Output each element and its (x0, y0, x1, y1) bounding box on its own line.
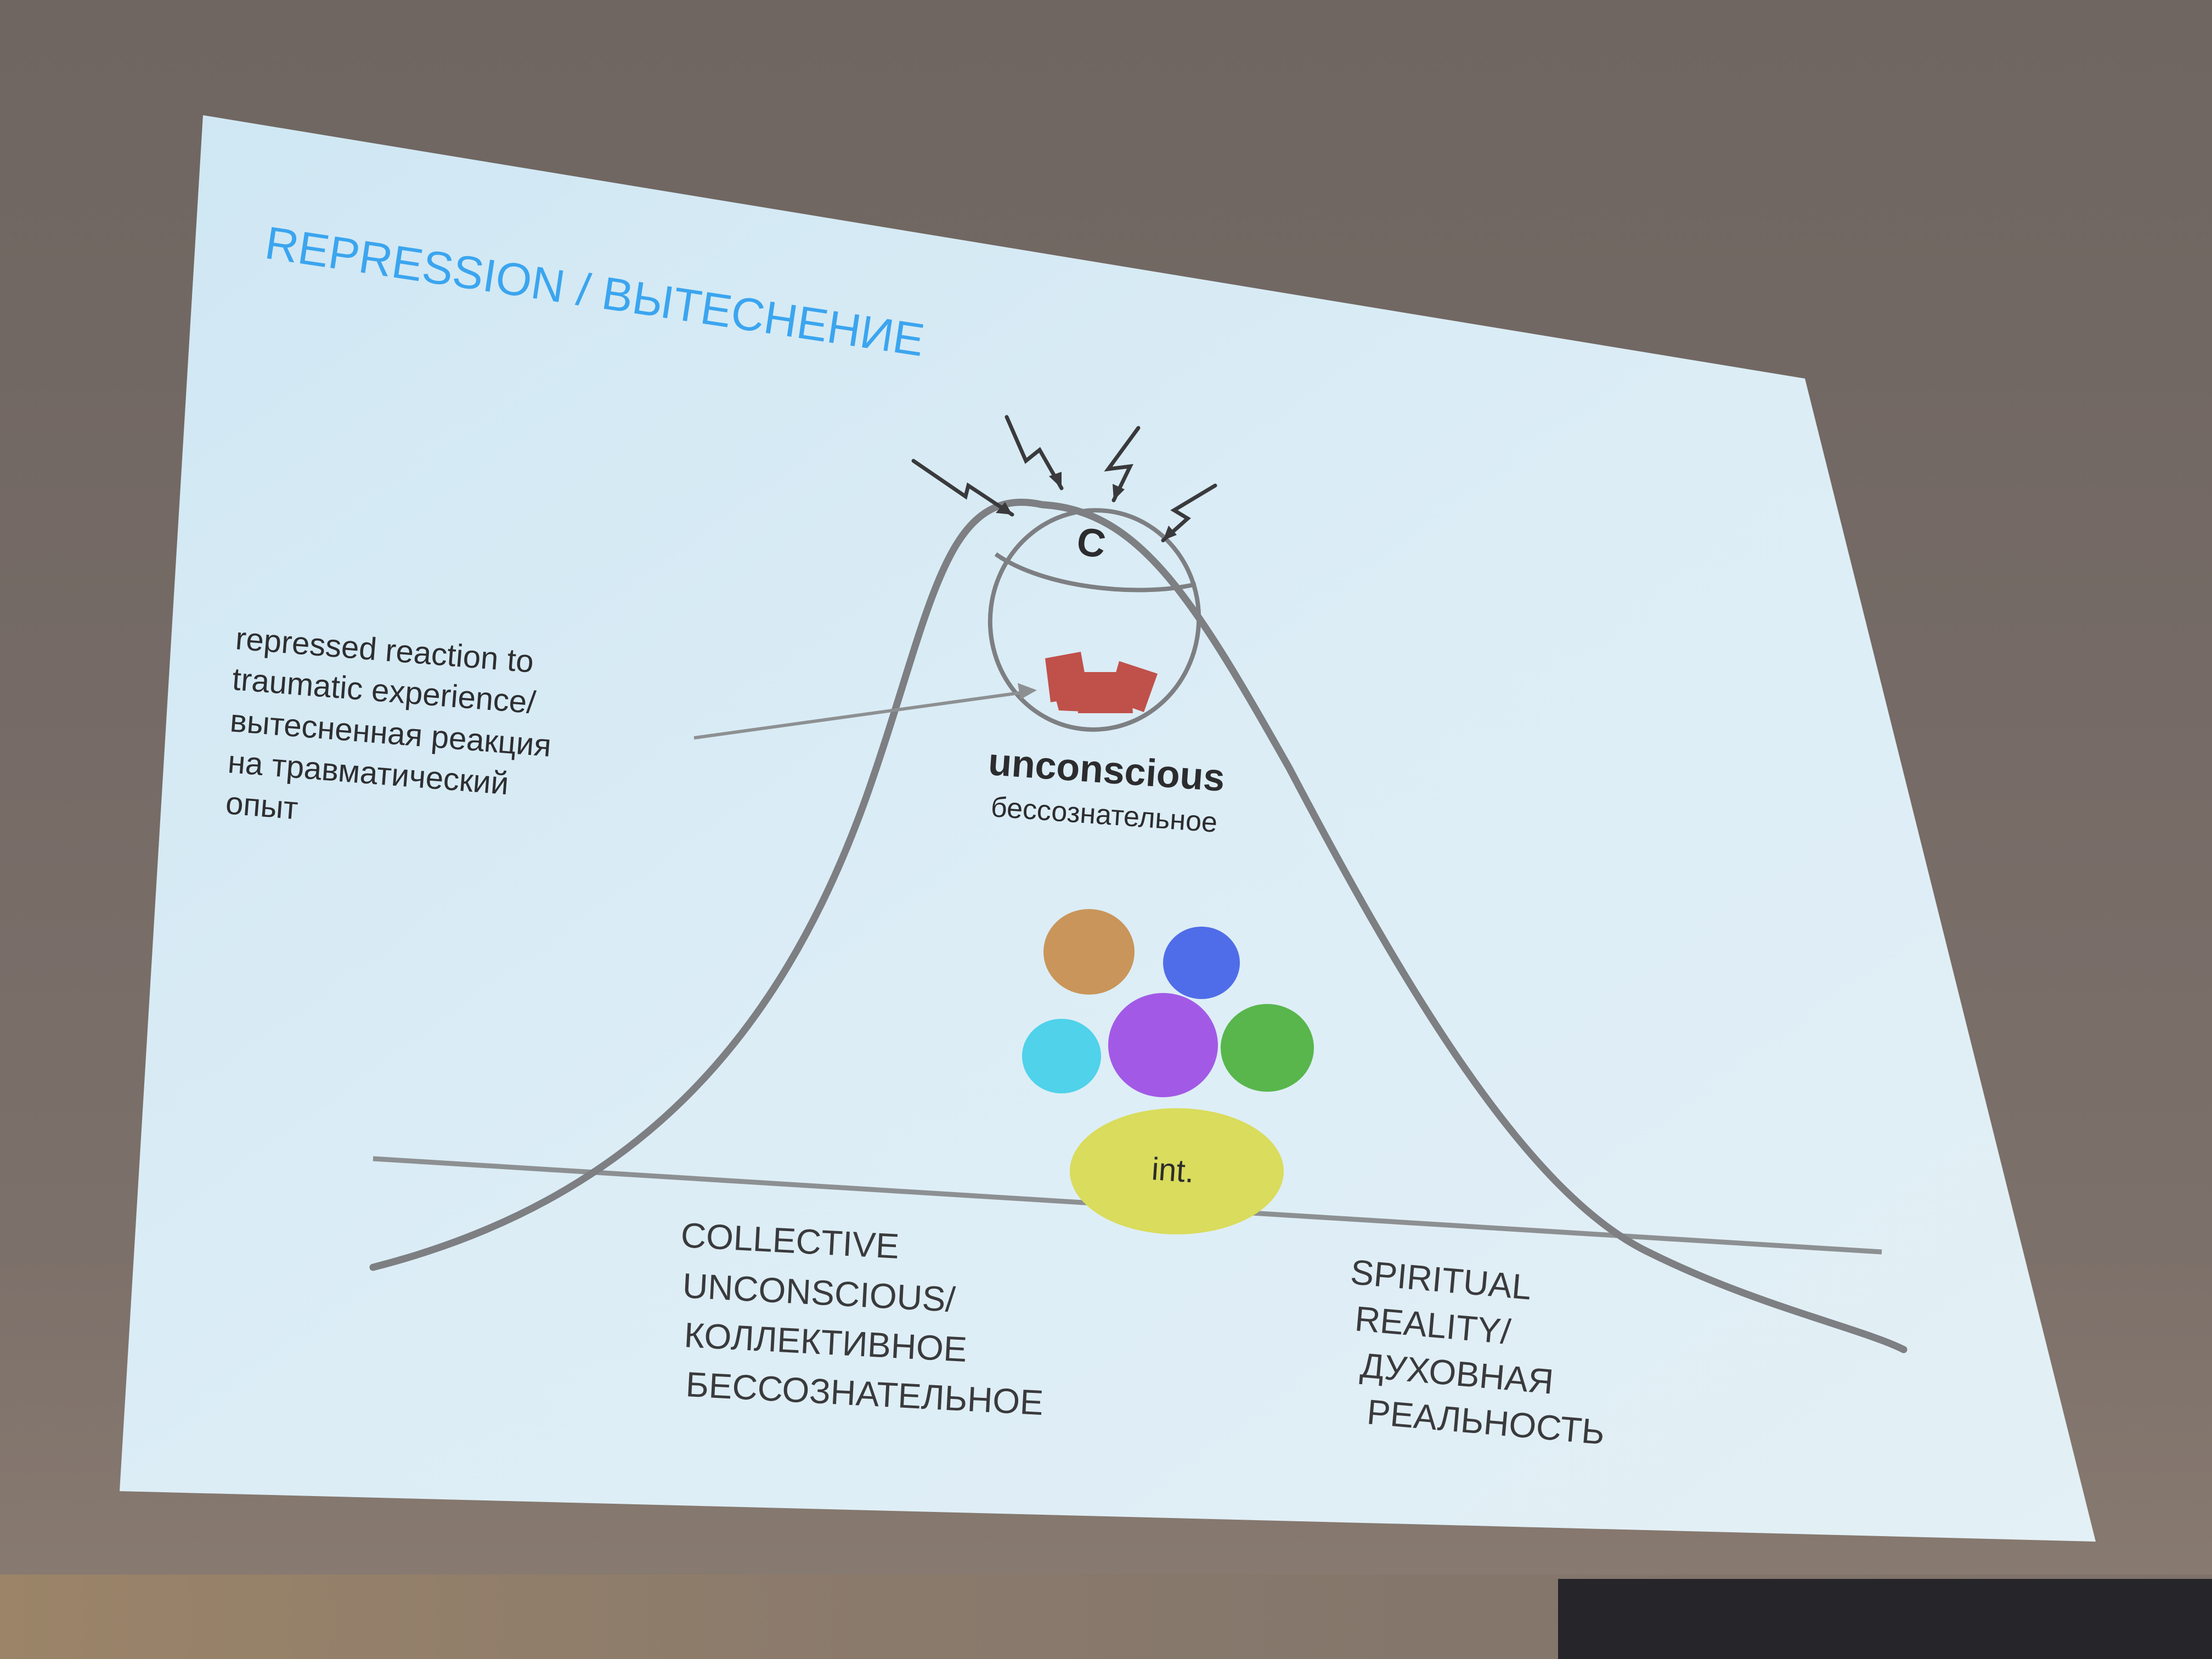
lightning-arrow-4 (1161, 483, 1217, 543)
bell-curve (369, 499, 1908, 1353)
conscious-divider (994, 552, 1197, 592)
conscious-label: C (1074, 520, 1109, 567)
lightning-arrowhead-2 (1049, 472, 1062, 488)
bubble-orange (1043, 909, 1135, 995)
lightning-arrowhead-3 (1113, 484, 1125, 500)
lightning-arrow-1 (911, 459, 1014, 517)
repressed-note: repressed reaction to traumatic experien… (224, 620, 552, 826)
bubble-blue (1163, 927, 1240, 999)
bubble-green (1221, 1004, 1314, 1092)
bubble-yellow-integration (1070, 1108, 1284, 1234)
lightning-arrowhead-4 (1163, 526, 1177, 540)
conscious-oval (988, 508, 1201, 732)
projected-slide (120, 115, 2096, 1542)
pressure-arrows (911, 415, 1217, 543)
dark-corner-object (1558, 1579, 2212, 1659)
repressed-note-line-5: опыт (224, 785, 300, 826)
lightning-arrow-3 (1104, 426, 1141, 503)
integration-label: int. (1150, 1151, 1195, 1189)
bubble-purple (1108, 993, 1218, 1097)
repressed-reaction-shape (1045, 652, 1158, 713)
complex-bubbles (1022, 909, 1314, 1234)
lightning-arrow-2 (1005, 415, 1064, 490)
bubble-cyan (1022, 1019, 1101, 1093)
pointer-arrow-line (693, 690, 1032, 740)
pointer-arrowhead (1018, 683, 1037, 699)
lightning-arrowhead-1 (996, 502, 1012, 515)
